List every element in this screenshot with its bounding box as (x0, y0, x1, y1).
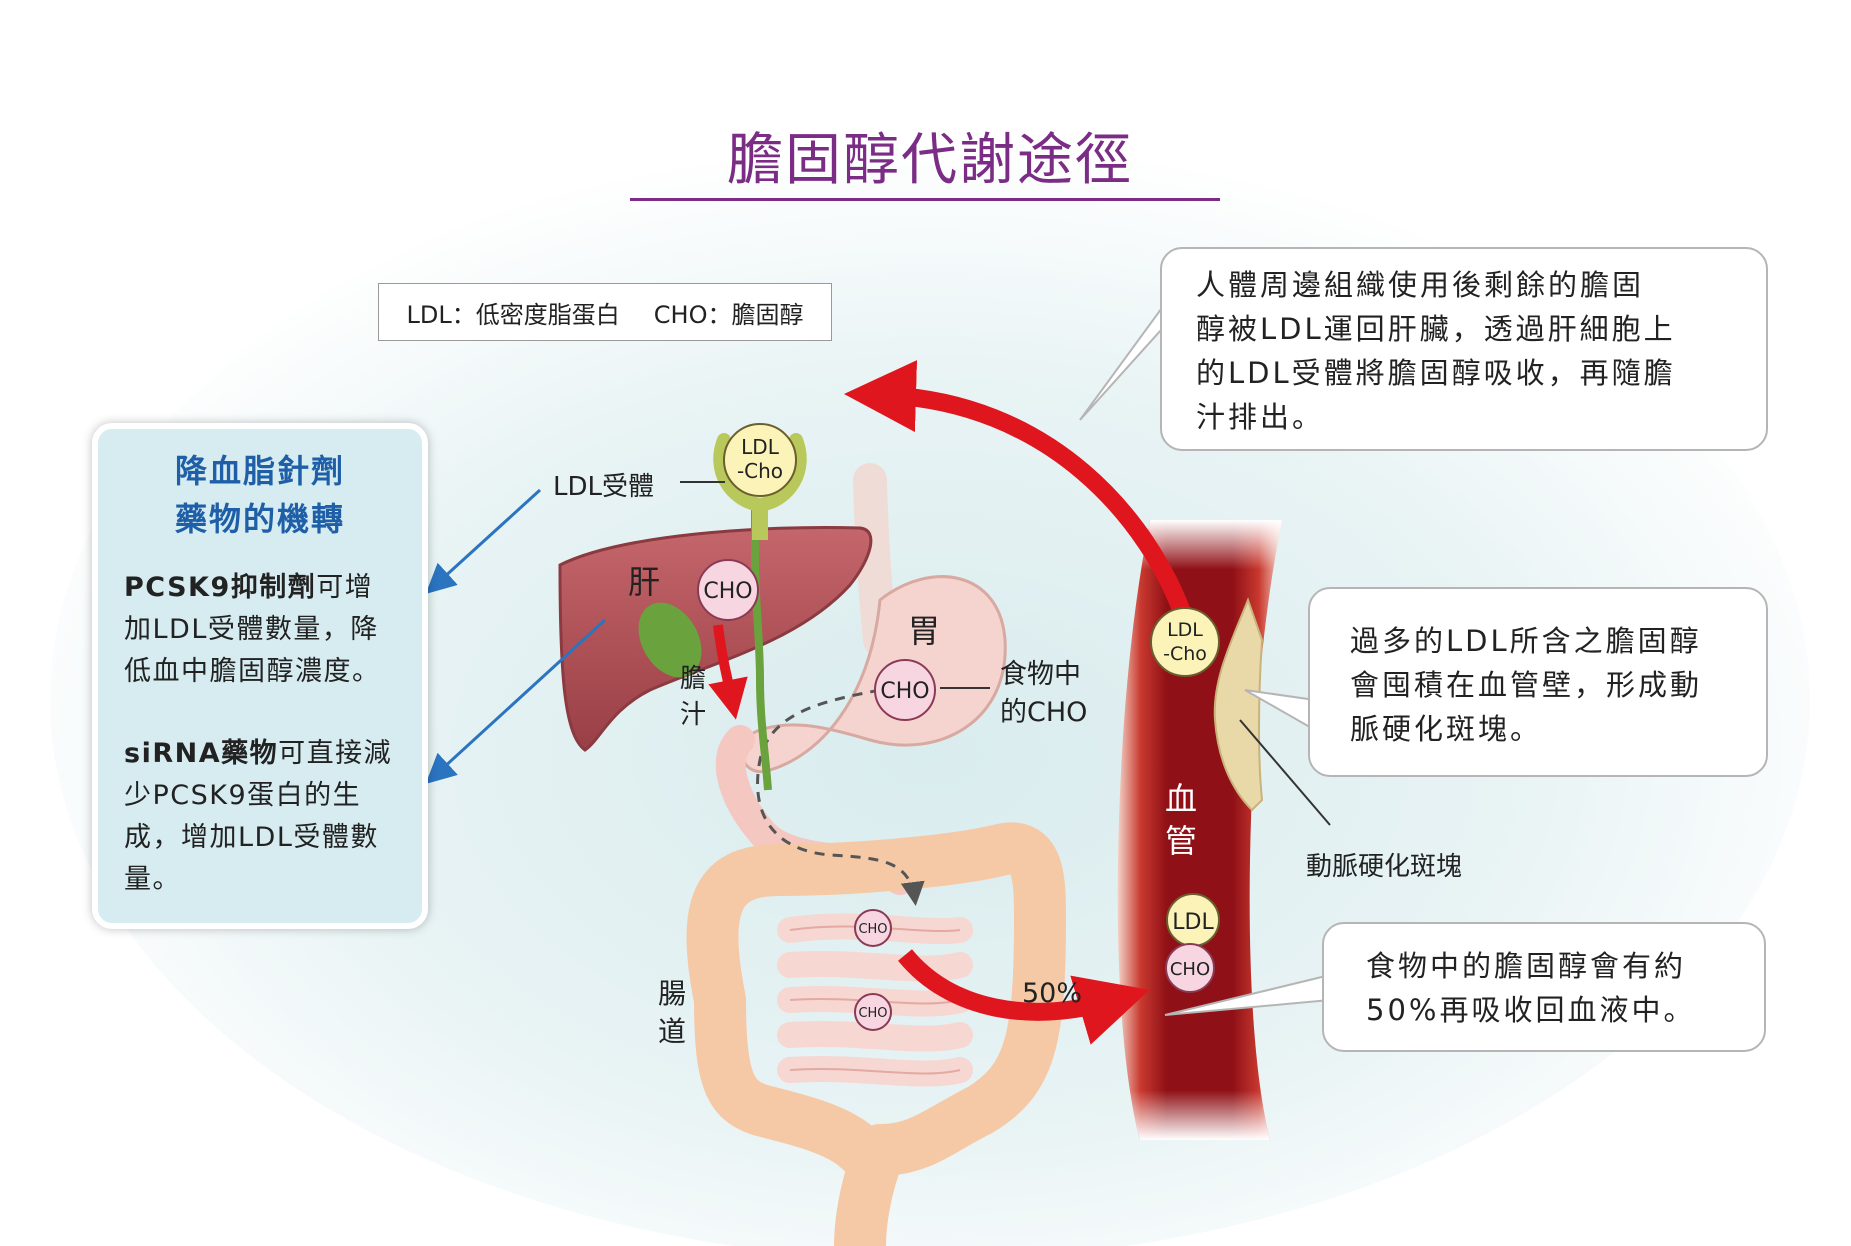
legend-cho: CHO：膽固醇 (653, 300, 804, 329)
callout-plaque-line-1: 過多的LDL所含之膽固醇 (1350, 624, 1702, 658)
cho-text-vessel: CHO (1170, 959, 1210, 980)
callout-plaque: 過多的LDL所含之膽固醇 會囤積在血管壁，形成動 脈硬化斑塊。 (1308, 587, 1768, 777)
callout-plaque-line-2: 會囤積在血管壁，形成動 (1350, 668, 1703, 702)
gallbladder (638, 602, 702, 678)
legend-ldl: LDL：低密度脂蛋白 (406, 300, 620, 329)
mechanism-pcsk9: PCSK9抑制劑可增加LDL受體數量，降低血中膽固醇濃度。 (124, 567, 396, 693)
pcsk9-name: PCSK9抑制劑 (124, 572, 317, 603)
pcsk9-desc: 可增加LDL受體數量，降低血中膽固醇濃度。 (124, 572, 381, 687)
cho-text-stomach: CHO (880, 679, 929, 704)
cho-circle-intestine-2: CHO (854, 993, 892, 1031)
cho-circle-intestine-1: CHO (854, 909, 892, 947)
sirna-desc: 可直接減少PCSK9蛋白的生成，增加LDL受體數量。 (124, 738, 393, 895)
label-intestine-2: 道 (657, 1015, 686, 1048)
cho-text-intestine-1: CHO (858, 922, 887, 937)
callout-reabsorption-line-2: 50%再吸收回血液中。 (1366, 993, 1696, 1027)
label-percent: 50% (1022, 978, 1083, 1009)
ldl-receptor-stem (752, 500, 768, 540)
label-food-cho-2: 的CHO (1000, 697, 1088, 728)
blue-arrow-to-liver (425, 618, 607, 785)
label-vessel-1: 血 (1164, 780, 1197, 818)
label-liver: 肝 (628, 563, 661, 601)
label-food-cho-1: 食物中 (1000, 659, 1081, 690)
callout-ldl-return-line-4: 汁排出。 (1196, 400, 1325, 434)
ldl-text-vessel: LDL (1172, 910, 1214, 935)
ldl-cho-vessel-text-1: LDL (1167, 619, 1203, 641)
label-bile-1: 膽 (679, 664, 706, 694)
mechanism-sirna: siRNA藥物可直接減少PCSK9蛋白的生成，增加LDL受體數量。 (124, 733, 396, 901)
ldl-cho-text-2: -Cho (737, 459, 783, 483)
cho-circle-stomach: CHO (874, 659, 936, 721)
arrow-intestine-to-vessel (898, 949, 1150, 1045)
callout-ldl-return: 人體周邊組織使用後剩餘的膽固 醇被LDL運回肝臟，透過肝細胞上 的LDL受體將膽… (1160, 247, 1768, 451)
ldl-cho-vessel-text-2: -Cho (1163, 643, 1207, 665)
large-intestine (686, 822, 1066, 1246)
cho-text-intestine-2: CHO (858, 1006, 887, 1021)
ldl-cho-circle-receptor: LDL -Cho (723, 423, 797, 497)
label-intestine-1: 腸 (657, 977, 686, 1010)
label-vessel-2: 管 (1164, 822, 1197, 860)
pointer-plaque (1239, 719, 1331, 826)
callout-ldl-return-line-3: 的LDL受體將膽固醇吸收，再隨膽 (1196, 356, 1676, 390)
ldl-circle-vessel: LDL (1166, 893, 1220, 947)
callout-plaque-line-3: 脈硬化斑塊。 (1350, 712, 1543, 746)
mechanism-panel: 降血脂針劑 藥物的機轉 PCSK9抑制劑可增加LDL受體數量，降低血中膽固醇濃度… (92, 423, 428, 929)
stomach (740, 575, 1007, 774)
label-stomach: 胃 (908, 612, 941, 650)
mechanism-title-line-1: 降血脂針劑 (174, 452, 345, 490)
cho-circle-liver: CHO (697, 559, 759, 621)
blue-arrow-to-receptor (425, 488, 542, 595)
sirna-name: siRNA藥物 (124, 738, 279, 769)
food-path-dashed (756, 688, 925, 906)
cho-text-liver: CHO (703, 579, 752, 604)
page-title: 膽固醇代謝途徑 (727, 128, 1133, 193)
cho-circle-vessel: CHO (1165, 943, 1215, 993)
callout-reabsorption-line-1: 食物中的膽固醇會有約 (1366, 949, 1687, 983)
ldl-cho-circle-vessel: LDL -Cho (1150, 607, 1220, 677)
ldl-cho-text-1: LDL (741, 435, 780, 459)
mechanism-title-line-2: 藥物的機轉 (174, 500, 345, 538)
callout-reabsorption: 食物中的膽固醇會有約 50%再吸收回血液中。 (1322, 922, 1766, 1052)
label-ldl-receptor: LDL受體 (553, 472, 654, 502)
label-plaque: 動脈硬化斑塊 (1306, 852, 1463, 882)
callout-ldl-return-line-2: 醇被LDL運回肝臟，透過肝細胞上 (1196, 312, 1676, 346)
label-bile-2: 汁 (679, 700, 706, 730)
abbreviation-legend: LDL：低密度脂蛋白 CHO：膽固醇 (378, 283, 832, 341)
arrow-bile-down (708, 624, 748, 720)
atherosclerotic-plaque (1213, 597, 1264, 812)
arrow-vessel-to-liver (844, 360, 1194, 623)
title-underline (630, 198, 1220, 201)
callout-ldl-return-line-1: 人體周邊組織使用後剩餘的膽固 (1196, 268, 1645, 302)
